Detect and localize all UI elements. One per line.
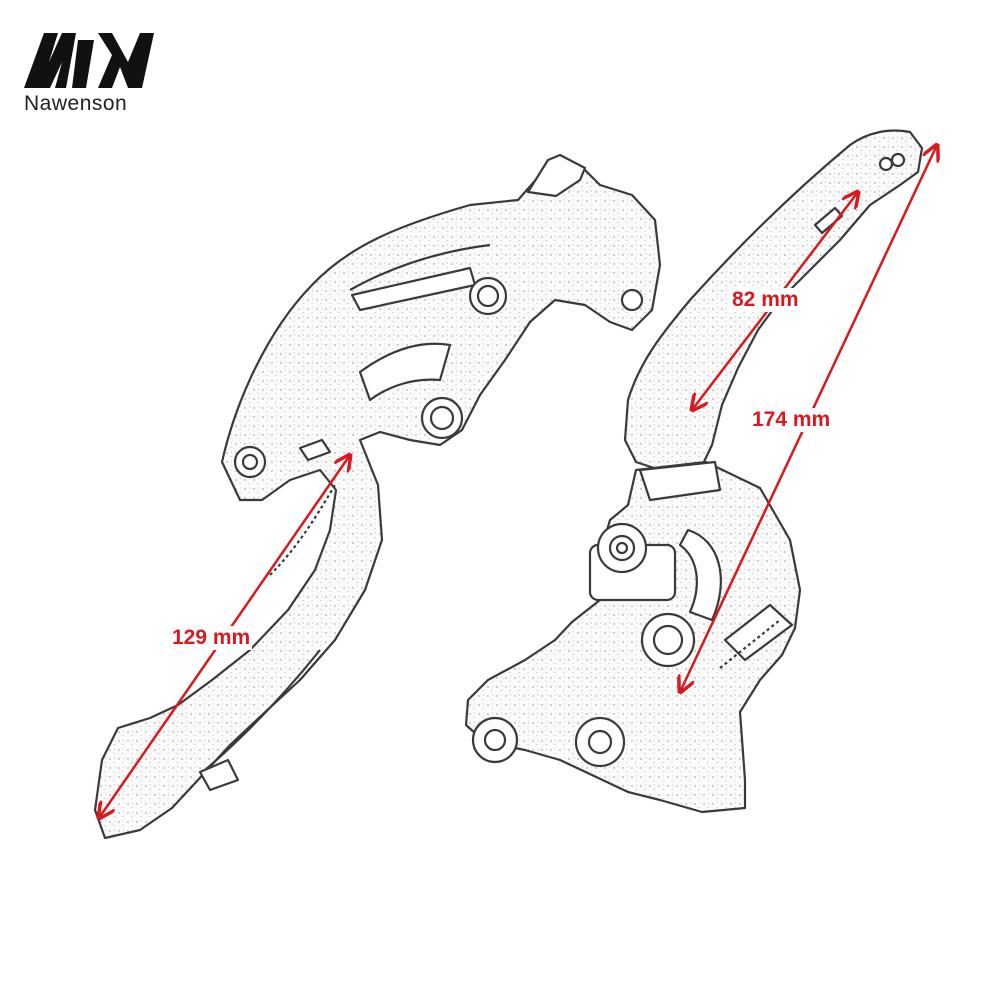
left-lever-ridge: [349, 243, 491, 291]
nawenson-logo-icon: [24, 33, 154, 88]
left-lever-tab: [526, 153, 587, 198]
blade-hole-icon: [878, 156, 894, 172]
dimension-label-82: 82 mm: [730, 288, 801, 312]
dimension-label-174: 174 mm: [750, 408, 833, 432]
lever-hole-icon: [233, 445, 267, 479]
pivot-nut-icon: [640, 612, 696, 668]
mount-hole-icon: [471, 716, 519, 764]
brand-name: Nawenson: [24, 92, 128, 115]
pivot-bolt-icon: [468, 276, 508, 316]
dimension-label-129: 129 mm: [170, 626, 253, 650]
adjuster-bolt-icon: [420, 396, 464, 440]
mount-screw-icon: [574, 716, 626, 768]
screw-icon: [620, 288, 644, 312]
